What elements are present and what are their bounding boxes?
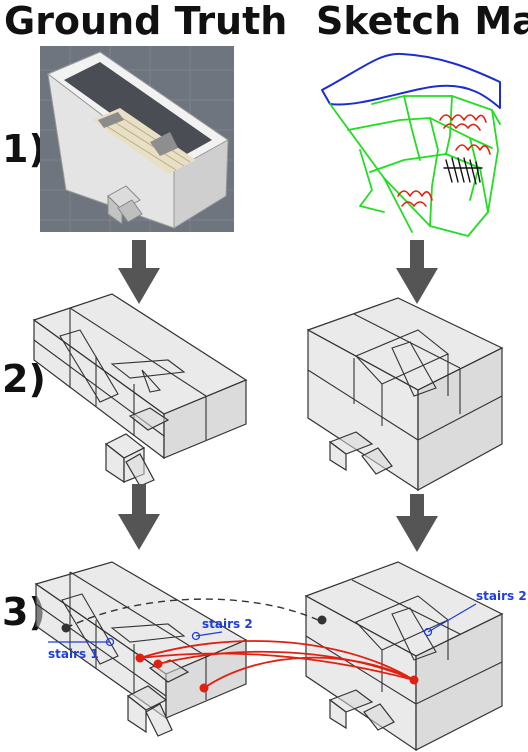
stairs-2-right-callout: stairs 2 [423,589,527,637]
stairs-1-label: stairs 1 [48,647,99,661]
marker-red-3 [199,683,209,693]
stairs-2-left-label: stairs 2 [202,617,253,631]
header-ground-truth: Ground Truth [4,0,287,43]
row-label-2: 2) [2,357,46,401]
ground-truth-model [32,293,248,487]
sketch-map-drawing [321,52,501,237]
arrow-right-2 [396,494,438,552]
header-sketch-map: Sketch Map [316,0,528,43]
ground-truth-render [40,46,234,232]
sketch-map-model-annotated [304,561,504,752]
marker-black-left [61,623,71,633]
marker-red-1 [135,653,145,663]
red-correspondence-lines [139,640,415,689]
dashed-correspondence-line [65,598,319,629]
arrow-right-1 [396,240,438,304]
stairs-2-left-callout: stairs 2 [191,617,253,641]
marker-red-2 [153,659,163,669]
stairs-1-callout: stairs 1 [48,637,115,661]
sketch-map-model [306,297,504,492]
arrow-left-2 [118,484,160,550]
arrow-left-1 [118,240,160,304]
marker-red-4 [409,675,419,685]
stairs-2-right-label: stairs 2 [476,589,527,603]
row-label-1: 1) [2,127,46,171]
marker-black-right [317,615,327,625]
